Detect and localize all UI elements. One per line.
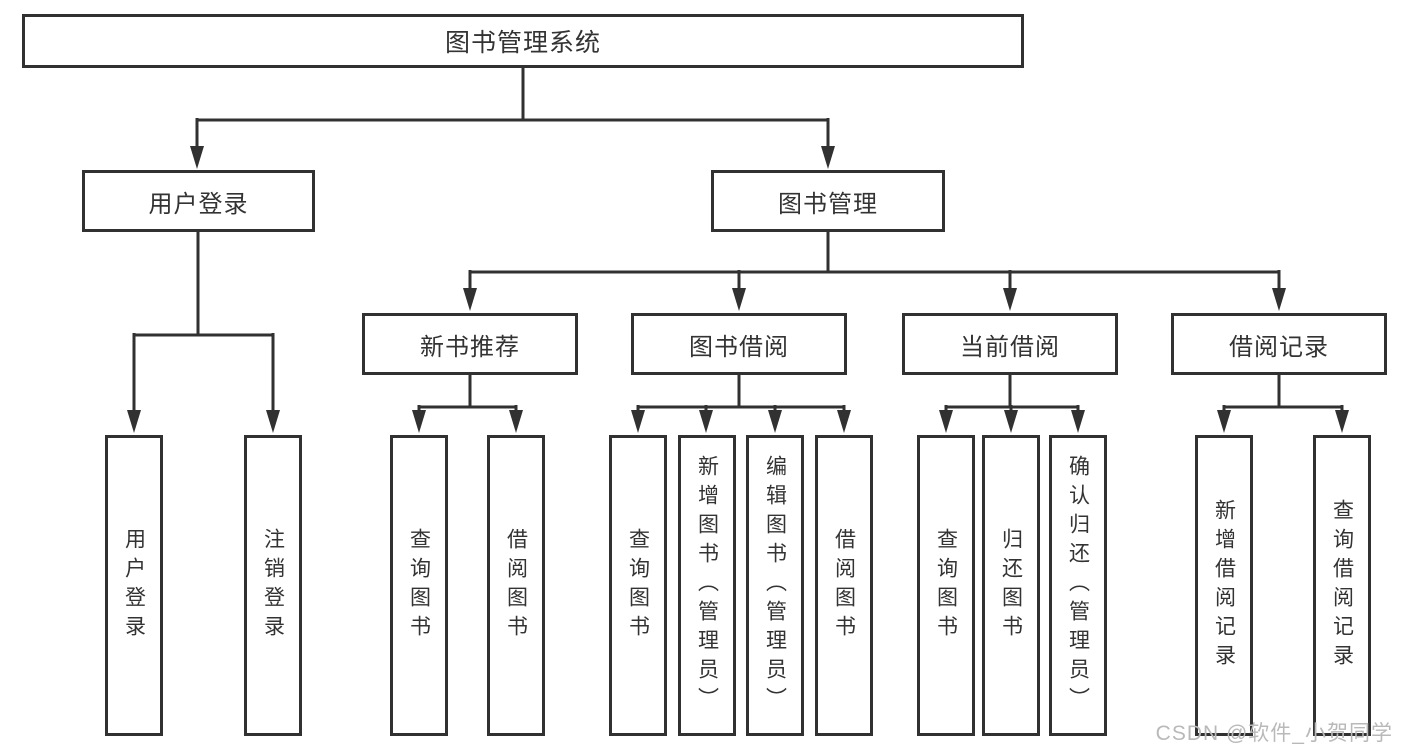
node-label: 用户登录 xyxy=(148,190,249,218)
node-label: 归还图书 xyxy=(999,527,1023,644)
node-label: 新增借阅记录 xyxy=(1212,498,1236,673)
node-label: 图书借阅 xyxy=(689,333,789,361)
leaf-borrow-books-1: 借阅图书 xyxy=(487,435,545,736)
leaf-query-borrow-record: 查询借阅记录 xyxy=(1313,435,1371,736)
node-label: 图书管理系统 xyxy=(444,29,601,57)
node-label: 借阅记录 xyxy=(1229,333,1329,361)
node-label: 借阅图书 xyxy=(504,527,528,644)
leaf-add-books-admin: 新增图书（管理员） xyxy=(678,435,736,736)
csdn-watermark: CSDN @软件_小贺同学 xyxy=(1155,722,1393,745)
node-label: 用户登录 xyxy=(122,527,146,644)
node-label: 新书推荐 xyxy=(420,333,520,361)
node-label: 编辑图书（管理员） xyxy=(763,455,787,716)
leaf-add-borrow-record: 新增借阅记录 xyxy=(1195,435,1253,736)
leaf-return-books: 归还图书 xyxy=(982,435,1040,736)
node-borrowing-records: 借阅记录 xyxy=(1171,313,1387,375)
node-new-book-recommendation: 新书推荐 xyxy=(362,313,578,375)
leaf-logout: 注销登录 xyxy=(244,435,302,736)
node-label: 借阅图书 xyxy=(832,527,856,644)
node-book-borrowing: 图书借阅 xyxy=(631,313,847,375)
node-user-login: 用户登录 xyxy=(82,170,315,232)
leaf-borrow-books-2: 借阅图书 xyxy=(815,435,873,736)
node-label: 查询图书 xyxy=(934,527,958,644)
node-current-borrowing: 当前借阅 xyxy=(902,313,1118,375)
leaf-query-books-1: 查询图书 xyxy=(390,435,448,736)
node-label: 图书管理 xyxy=(778,190,878,218)
node-label: 注销登录 xyxy=(261,527,285,644)
node-label: 查询图书 xyxy=(626,527,650,644)
node-label: 查询图书 xyxy=(407,527,431,644)
node-label: 当前借阅 xyxy=(960,333,1060,361)
node-label: 新增图书（管理员） xyxy=(695,455,719,716)
node-library-management-system: 图书管理系统 xyxy=(22,14,1024,68)
leaf-confirm-return-admin: 确认归还（管理员） xyxy=(1049,435,1107,736)
node-book-management: 图书管理 xyxy=(711,170,945,232)
leaf-query-books-2: 查询图书 xyxy=(609,435,667,736)
leaf-user-login: 用户登录 xyxy=(105,435,163,736)
leaf-edit-books-admin: 编辑图书（管理员） xyxy=(746,435,804,736)
node-label: 查询借阅记录 xyxy=(1330,498,1354,673)
node-label: 确认归还（管理员） xyxy=(1066,455,1090,716)
leaf-query-books-3: 查询图书 xyxy=(917,435,975,736)
